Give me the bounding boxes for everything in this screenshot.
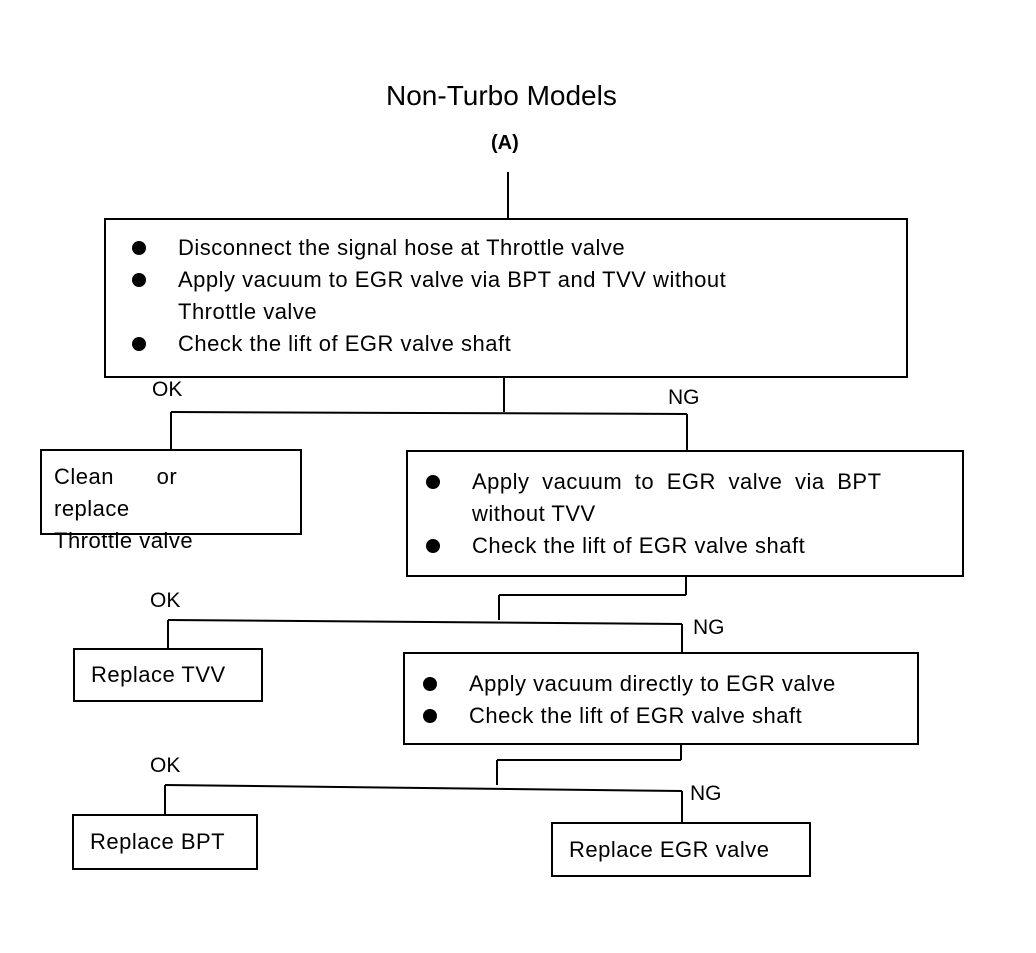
step3-item: Check the lift of EGR valve shaft bbox=[423, 700, 907, 732]
branch3-ng-label: NG bbox=[690, 782, 722, 805]
branch2-ng-label: NG bbox=[693, 616, 725, 639]
result1-ok-line1: Clean or replace bbox=[54, 464, 178, 521]
result1-ok-line2: Throttle valve bbox=[54, 528, 194, 553]
step3-box: Apply vacuum directly to EGR valve Check… bbox=[403, 652, 919, 745]
connector-step3-split bbox=[164, 784, 683, 792]
bullet-icon bbox=[132, 337, 146, 351]
diagram-subtitle: (A) bbox=[491, 132, 519, 154]
step1-box: Disconnect the signal hose at Throttle v… bbox=[104, 218, 908, 378]
step3-item: Apply vacuum directly to EGR valve bbox=[423, 668, 907, 700]
step1-item: Disconnect the signal hose at Throttle v… bbox=[132, 232, 892, 264]
result3-ok-box: Replace BPT bbox=[72, 814, 258, 870]
bullet-icon bbox=[132, 273, 146, 287]
result1-ok-box: Clean or replace Throttle valve bbox=[40, 449, 302, 553]
result2-ok-box: Replace TVV bbox=[73, 648, 263, 702]
step2-item: Apply vacuum to EGR valve via BPT bbox=[426, 466, 952, 498]
bullet-icon bbox=[426, 539, 440, 553]
bullet-icon bbox=[426, 475, 440, 489]
step2-box: Apply vacuum to EGR valve via BPT withou… bbox=[406, 450, 964, 577]
step2-item-continuation: without TVV bbox=[472, 501, 596, 526]
bullet-icon bbox=[423, 677, 437, 691]
branch1-ok-label: OK bbox=[152, 378, 183, 401]
step1-item-continuation: Throttle valve bbox=[178, 299, 318, 324]
step1-item: Check the lift of EGR valve shaft bbox=[132, 328, 892, 360]
branch1-ng-label: NG bbox=[668, 386, 700, 409]
step2-item: Check the lift of EGR valve shaft bbox=[426, 530, 952, 562]
bullet-icon bbox=[423, 709, 437, 723]
step1-item: Apply vacuum to EGR valve via BPT and TV… bbox=[132, 264, 892, 296]
branch3-ok-label: OK bbox=[150, 754, 181, 777]
branch2-ok-label: OK bbox=[150, 589, 181, 612]
bullet-icon bbox=[132, 241, 146, 255]
connector-step1-split bbox=[170, 411, 688, 415]
result3-ng-box: Replace EGR valve bbox=[551, 822, 811, 877]
diagram-title: Non-Turbo Models bbox=[386, 80, 617, 111]
connector-step2-split bbox=[167, 619, 683, 625]
